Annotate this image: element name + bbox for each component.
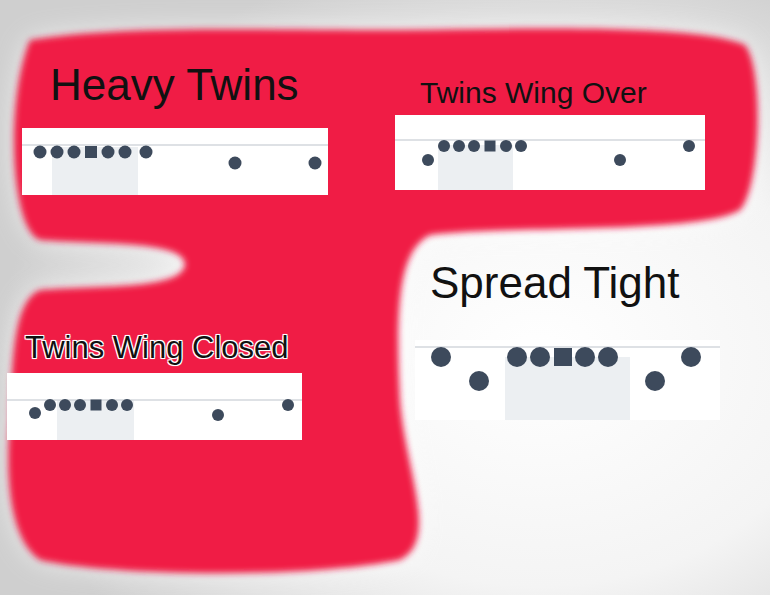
player-dot [44, 399, 56, 411]
player-dot [515, 140, 527, 152]
scrimmage-line [395, 139, 705, 141]
player-dot [229, 157, 242, 170]
formation-card [22, 128, 328, 195]
player-dot [681, 347, 701, 367]
formation-card [395, 115, 705, 190]
player-dot [507, 347, 527, 367]
player-dot [453, 140, 465, 152]
formation-panel: Twins Wing Over [395, 76, 705, 190]
player-dot [422, 154, 434, 166]
formation-title: Spread Tight [430, 258, 680, 309]
formation-drawing [415, 340, 720, 420]
formation-drawing [395, 115, 705, 190]
player-dot [614, 154, 626, 166]
player-dot [431, 347, 451, 367]
scrimmage-line [415, 346, 720, 348]
scrimmage-line [22, 144, 328, 146]
red-blob [8, 29, 757, 574]
backfield-zone [57, 400, 134, 440]
player-dot [575, 347, 595, 367]
center-square [85, 146, 97, 158]
player-dot [59, 399, 71, 411]
formation-drawing [22, 128, 328, 195]
player-dot [469, 371, 489, 391]
player-dot [119, 146, 132, 159]
player-dot [309, 157, 322, 170]
player-dot [34, 146, 47, 159]
player-dot [212, 409, 224, 421]
player-dot [683, 140, 695, 152]
player-dot [468, 140, 480, 152]
player-dot [74, 399, 86, 411]
formation-card [415, 340, 720, 420]
player-dot [438, 140, 450, 152]
center-square [485, 141, 496, 152]
player-dot [106, 399, 118, 411]
formation-drawing [7, 373, 302, 440]
formation-title: Heavy Twins [50, 60, 299, 111]
formation-title: Twins Wing Over [420, 76, 647, 111]
player-dot [500, 140, 512, 152]
player-dot [598, 347, 618, 367]
formation-panel: Spread Tight [415, 258, 720, 420]
player-dot [645, 371, 665, 391]
formation-panel: Heavy Twins [22, 60, 328, 195]
player-dot [530, 347, 550, 367]
player-dot [68, 146, 81, 159]
blob-halo [8, 29, 757, 574]
formation-card [7, 373, 302, 440]
player-dot [140, 146, 153, 159]
player-dot [29, 407, 41, 419]
formation-title: Twins Wing Closed [25, 330, 289, 366]
center-square [554, 348, 572, 366]
player-dot [282, 399, 294, 411]
formation-panel: Twins Wing Closed [7, 330, 302, 440]
center-square [91, 400, 102, 411]
player-dot [51, 146, 64, 159]
player-dot [121, 399, 133, 411]
player-dot [102, 146, 115, 159]
